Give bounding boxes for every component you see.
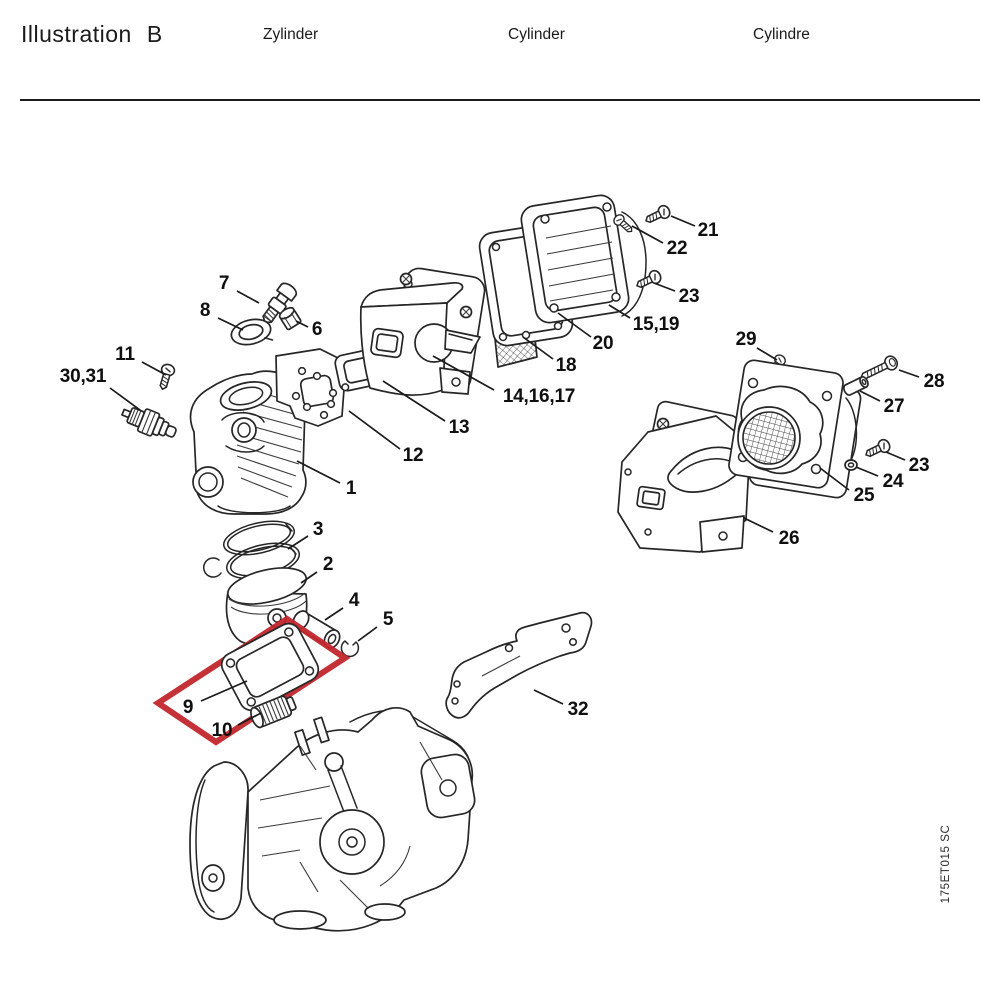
leader-line-12 — [348, 410, 401, 450]
title-word: Illustration — [21, 21, 132, 47]
leader-line-9 — [200, 680, 248, 702]
callout-32: 32 — [567, 699, 589, 720]
leader-line-32 — [533, 689, 564, 705]
leader-line-14-16-17 — [432, 355, 495, 391]
callout-22: 22 — [666, 238, 688, 259]
leader-line-15-19 — [608, 304, 631, 319]
circlip-5 — [340, 640, 360, 658]
callout-21: 21 — [697, 220, 719, 241]
muffler-assembly — [359, 267, 486, 396]
leader-line-18 — [522, 336, 554, 360]
muffler-26 — [617, 400, 751, 553]
highlight-frame — [152, 615, 351, 746]
leader-line-24 — [855, 466, 879, 477]
callout-20: 20 — [592, 333, 614, 354]
leader-line-28 — [898, 369, 920, 378]
page-title: Illustration B — [21, 21, 163, 48]
callout-10: 10 — [211, 720, 233, 741]
spark-arrestor-flange-25 — [728, 359, 862, 499]
callout-28: 28 — [923, 371, 945, 392]
leader-line-6 — [295, 320, 309, 328]
valve-cover-8 — [230, 318, 274, 346]
leader-line-2 — [300, 571, 318, 584]
leader-line-21 — [670, 215, 696, 227]
leader-line-20 — [557, 312, 592, 338]
leader-line-4 — [324, 607, 344, 621]
washer-24 — [844, 459, 858, 471]
leader-line-25 — [819, 467, 850, 491]
callout-18: 18 — [555, 355, 577, 376]
title-letter: B — [146, 21, 163, 47]
decompression-valve — [262, 282, 298, 324]
page-header: Illustration B Zylinder Cylinder Cylindre — [0, 0, 1000, 60]
callout-30-31: 30,31 — [59, 366, 107, 387]
callout-5: 5 — [382, 609, 394, 630]
header-divider — [20, 99, 980, 101]
leader-line-23 — [885, 451, 906, 461]
sleeve-27 — [843, 375, 869, 396]
column-label-english: Cylinder — [508, 26, 565, 43]
cylinder-gasket-9 — [220, 622, 320, 712]
spark-plug — [121, 407, 177, 438]
callout-7: 7 — [218, 273, 230, 294]
callout-23: 23 — [908, 455, 930, 476]
leader-line-13 — [382, 380, 446, 422]
callout-8: 8 — [199, 300, 211, 321]
callout-13: 13 — [448, 417, 470, 438]
callout-14-16-17: 14,16,17 — [502, 386, 576, 407]
leader-line-22 — [631, 225, 664, 244]
leader-line-10 — [237, 712, 262, 726]
callout-1: 1 — [345, 478, 357, 499]
callout-11: 11 — [115, 344, 135, 365]
column-label-german: Zylinder — [263, 26, 319, 43]
leader-line-29 — [756, 347, 778, 361]
callout-26: 26 — [778, 528, 800, 549]
callout-23: 23 — [678, 286, 700, 307]
callout-12: 12 — [402, 445, 424, 466]
circlip-left — [203, 557, 222, 578]
nut-6 — [278, 306, 302, 331]
callout-15-19: 15,19 — [632, 314, 680, 335]
crankcase-assembly — [189, 707, 476, 932]
intake-gasket-12 — [275, 348, 347, 427]
leader-line-30-31 — [109, 387, 141, 411]
callout-9: 9 — [182, 697, 194, 718]
muffler-cover — [520, 194, 647, 324]
callout-3: 3 — [312, 519, 324, 540]
drawing-code: 175ET015 SC — [940, 824, 952, 904]
leader-line-5 — [357, 626, 378, 642]
leader-line-23 — [653, 282, 676, 292]
callout-25: 25 — [853, 485, 875, 506]
callout-2: 2 — [322, 554, 334, 575]
callout-24: 24 — [882, 471, 904, 492]
leader-line-8 — [217, 317, 244, 331]
leader-line-3 — [287, 535, 309, 550]
leader-line-7 — [236, 290, 260, 304]
leader-line-26 — [743, 517, 774, 533]
crankcase-gasket-32 — [445, 611, 593, 719]
callout-6: 6 — [311, 319, 323, 340]
leader-line-27 — [859, 390, 881, 402]
leader-line-1 — [296, 460, 341, 484]
callout-27: 27 — [883, 396, 905, 417]
leader-line-11 — [141, 361, 167, 376]
cylinder — [189, 370, 307, 515]
callout-4: 4 — [348, 590, 360, 611]
column-label-french: Cylindre — [753, 26, 810, 43]
callout-29: 29 — [735, 329, 757, 350]
